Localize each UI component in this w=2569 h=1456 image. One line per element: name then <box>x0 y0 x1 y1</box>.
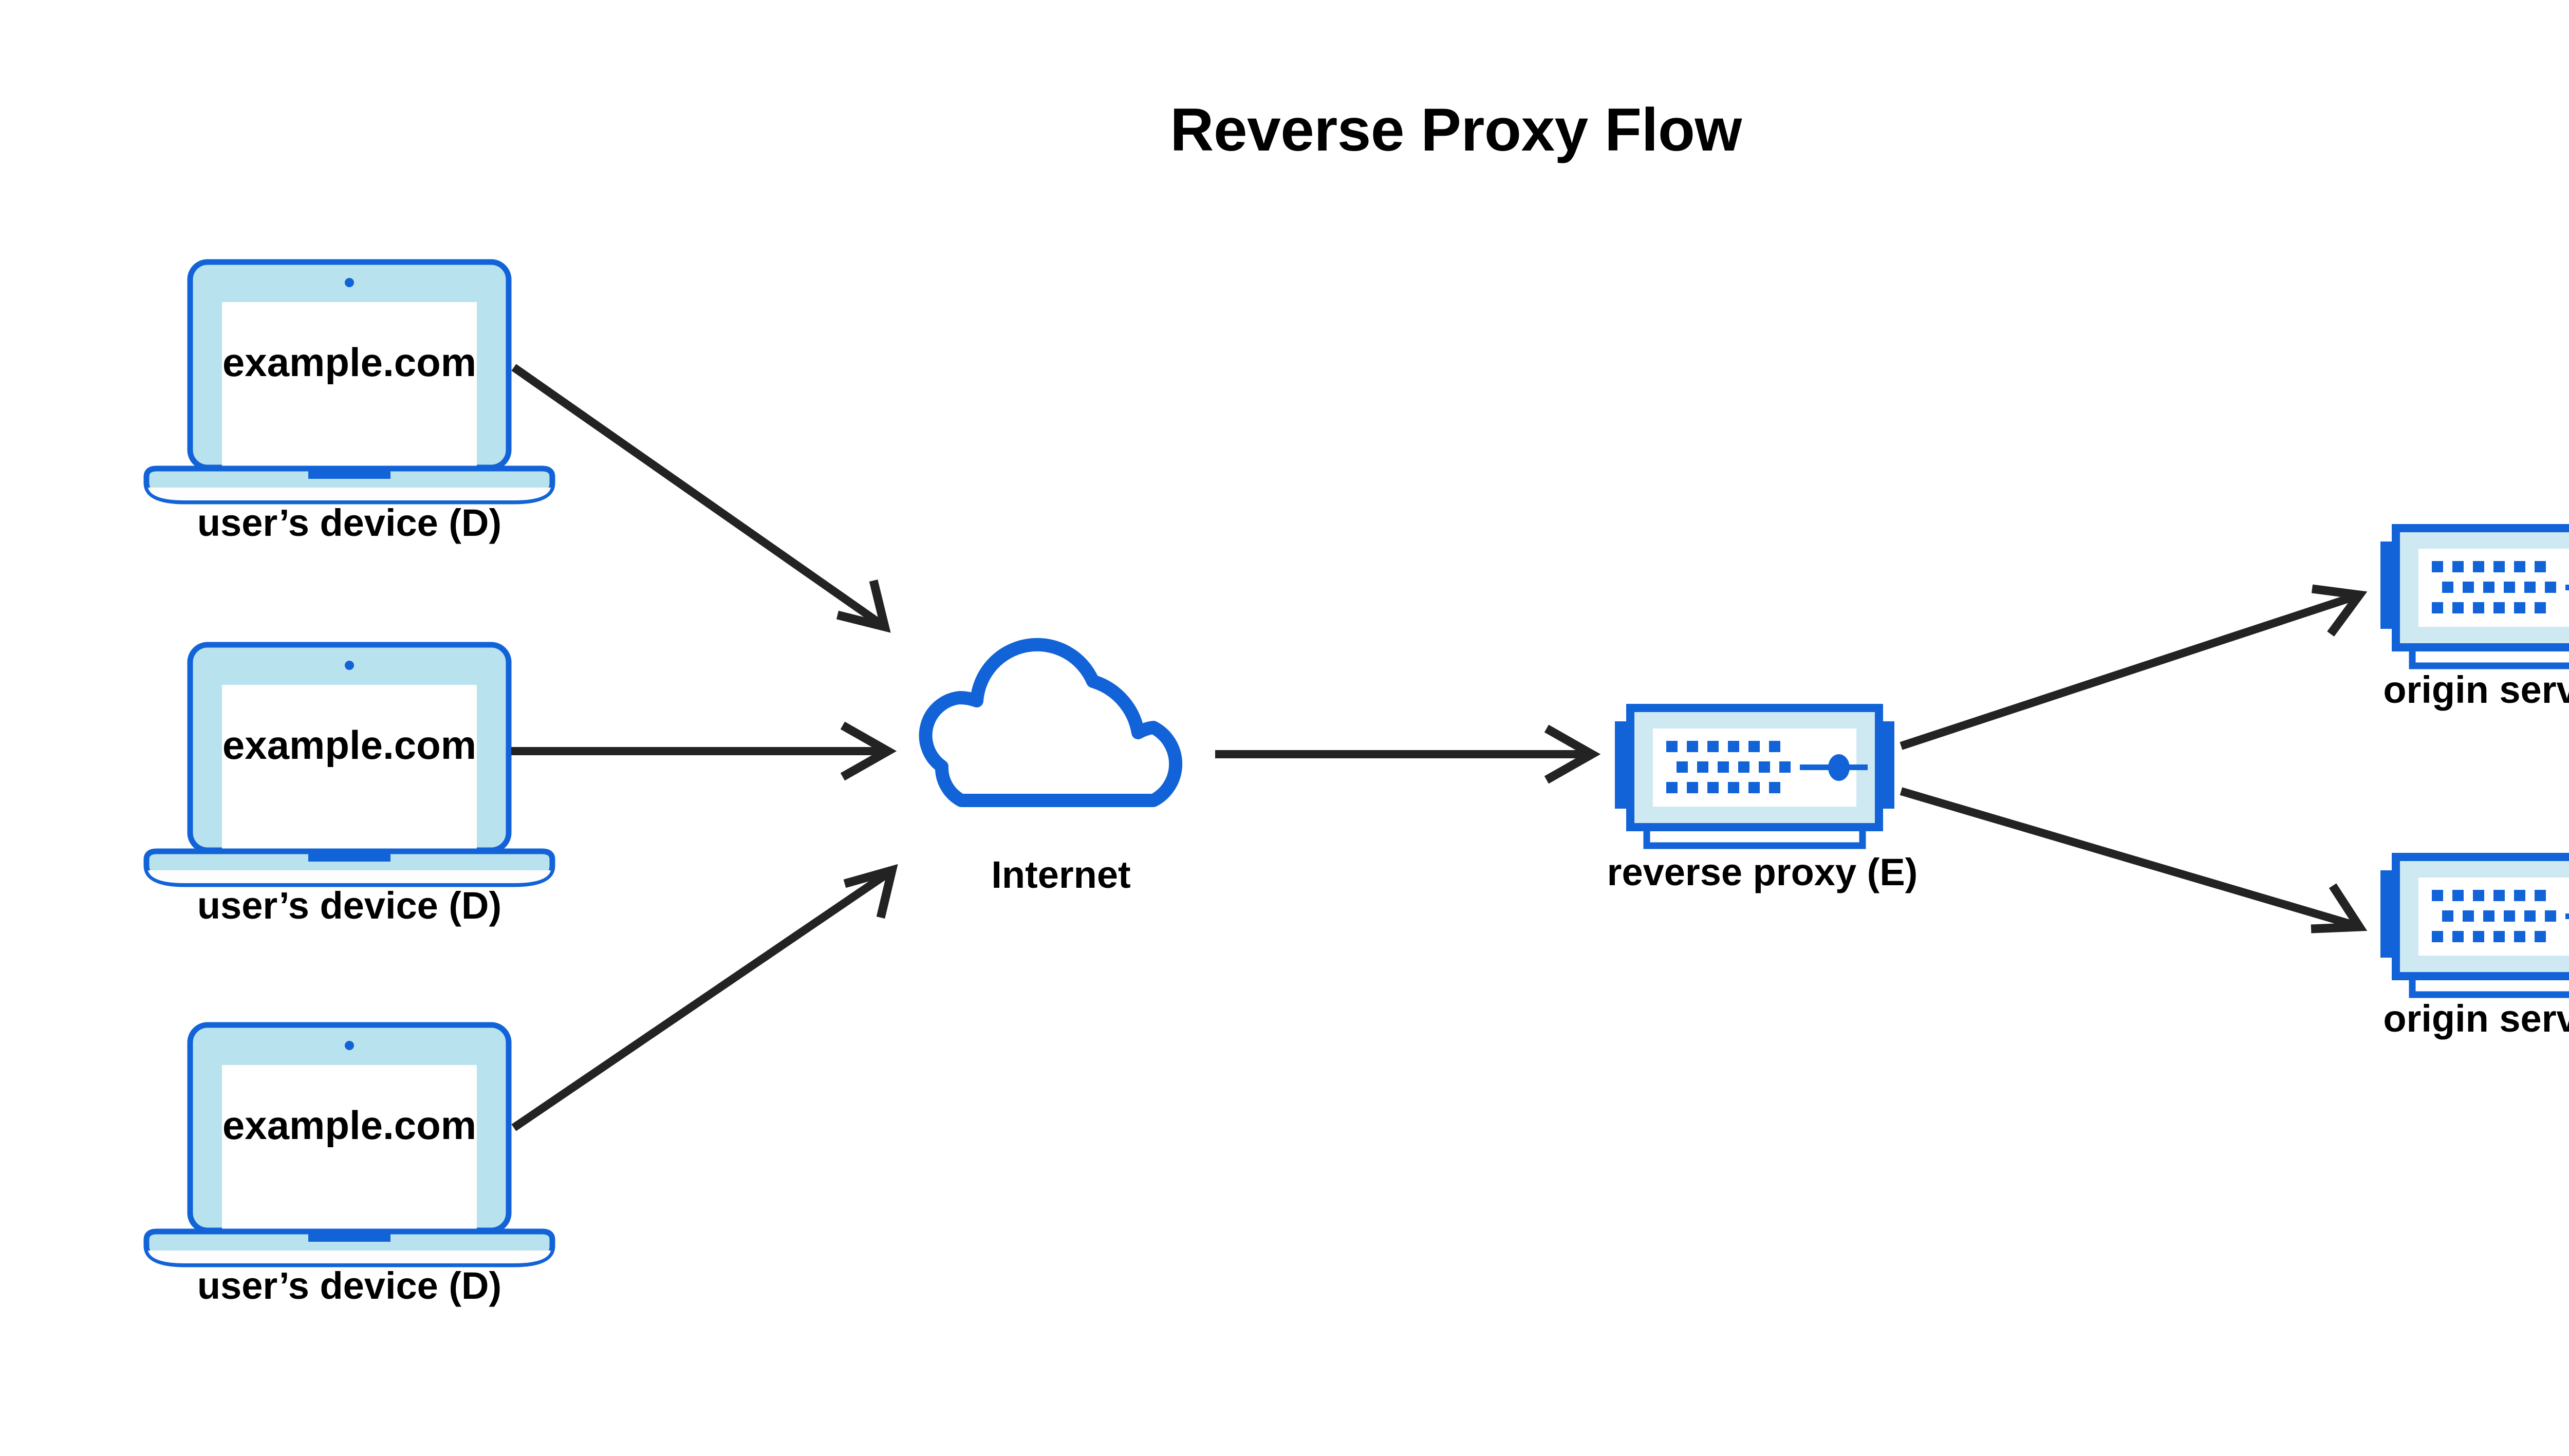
client-1-screen-text: example.com <box>222 340 477 385</box>
page-title: Reverse Proxy Flow <box>1170 96 1742 164</box>
origin-1-label: origin server (F) <box>2383 668 2569 711</box>
client-3-label: user’s device (D) <box>197 1264 502 1307</box>
reverse-proxy-label: reverse proxy (E) <box>1607 851 1918 893</box>
reverse-proxy-server-icon <box>1615 708 1894 846</box>
edge-client2-to-internet <box>511 721 897 781</box>
edge-internet-to-proxy <box>1215 724 1601 784</box>
internet-cloud-icon <box>926 645 1176 800</box>
origin-1-server-icon <box>2380 528 2569 666</box>
server-led-group <box>1828 754 1850 781</box>
client-2-screen-text: example.com <box>222 722 477 768</box>
client-2-label: user’s device (D) <box>197 884 502 927</box>
edge-client1-to-internet <box>511 364 891 633</box>
client-3-screen-text: example.com <box>222 1103 477 1148</box>
edge-proxy-to-origin2 <box>1900 787 2368 934</box>
edge-client3-to-internet <box>511 864 898 1131</box>
client-1-label: user’s device (D) <box>197 501 502 544</box>
origin-2-label: origin server (F) <box>2383 997 2569 1040</box>
internet-label: Internet <box>991 853 1131 896</box>
origin-2-server-icon <box>2380 857 2569 995</box>
edge-proxy-to-origin1 <box>1900 584 2368 750</box>
